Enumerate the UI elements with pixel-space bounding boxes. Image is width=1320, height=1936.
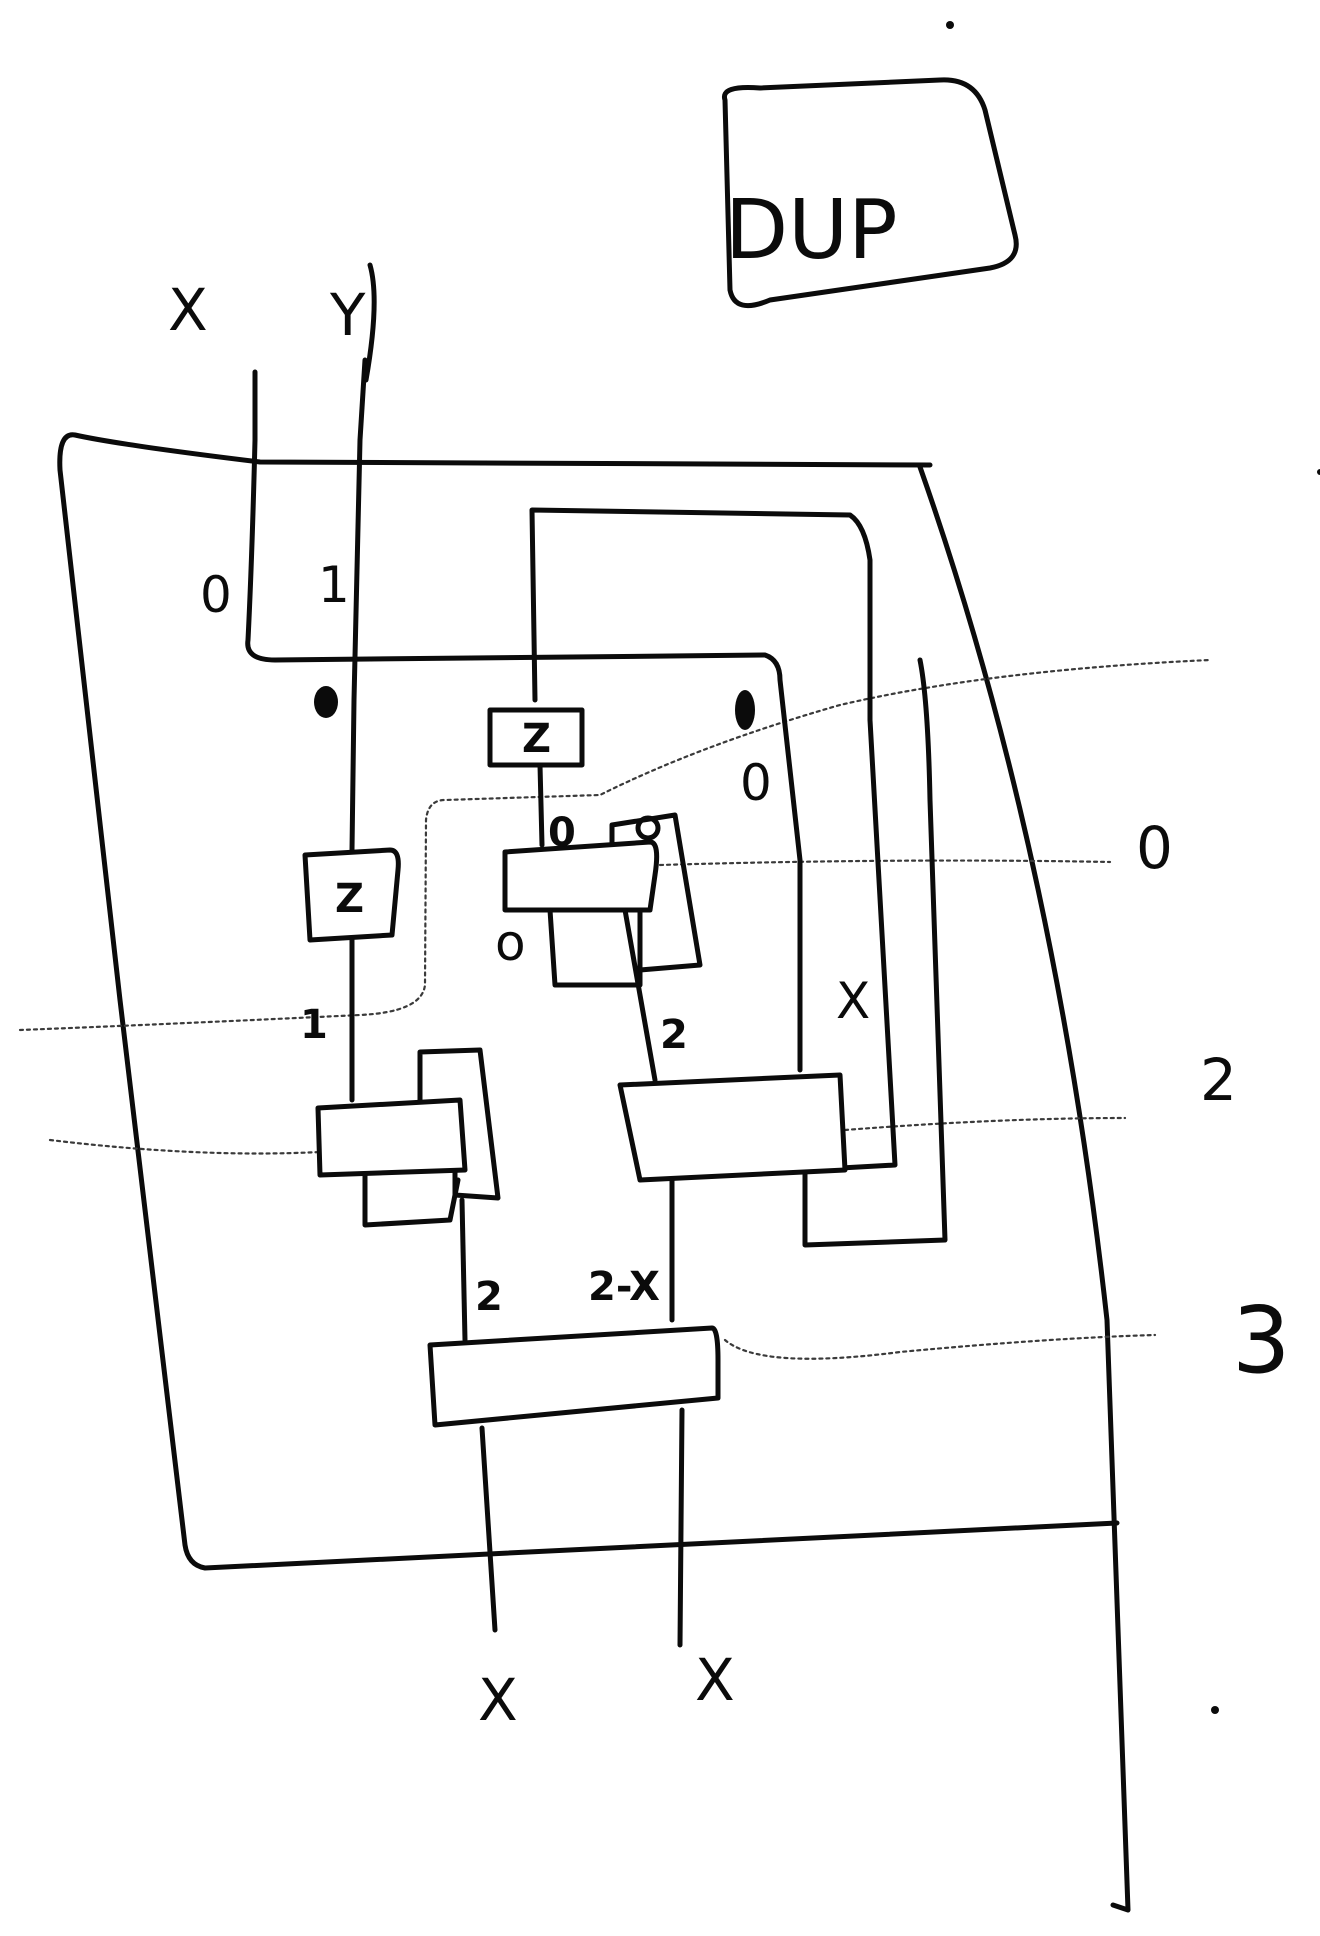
junction-dot-right [735,690,755,730]
left-box-feedback [362,1172,461,1228]
thin-wire-right-0 [658,859,1112,867]
thin-wire-left-2 [48,1138,322,1155]
box-inner-o [635,815,661,841]
side-label-2: 2 [1200,1046,1237,1114]
output-x-left: X [478,1666,518,1734]
stray-dot-3 [1317,469,1320,475]
z-gate-top [487,707,585,768]
side-label-0: 0 [1136,814,1173,882]
input-wire-x [245,369,803,1073]
wire-left-to-merge [459,1197,468,1343]
stray-dot-2 [946,21,954,29]
output-x-right: X [695,1646,735,1714]
output-wire-left [479,1425,498,1633]
input-x-label: X [168,276,208,344]
thin-wire-right-2 [843,1116,1127,1132]
wire-label-right-top: 0 [740,754,772,812]
outer-boundary [57,432,1120,1571]
side-label-3: 3 [1232,1287,1291,1394]
wire-label-mid-two: 2 [660,1012,688,1058]
output-wire-right [677,1407,685,1648]
left-junction-box [315,1097,468,1178]
input-wire-y [349,357,368,853]
inner-feedback-loop [547,907,643,988]
wire-label-bottom-left: 2 [475,1274,503,1320]
wire-label-left-one: 1 [300,1002,328,1048]
outer-boundary-right [917,464,1131,1913]
input-y-label: Y [329,281,366,349]
wire-label-bottom-right: 2-X [588,1264,660,1310]
inner-wire-down [537,762,545,848]
z-gate-left [302,847,401,943]
wire-label-mid-x: X [836,972,870,1030]
z-gate-top-label: Z [522,716,551,762]
title-text: DUP [725,183,898,278]
title-box [721,77,1019,309]
wire-label-left-in: 0 [200,566,232,624]
merge-box [427,1325,721,1428]
loop-zero-label: o [495,914,526,972]
right-junction-box [617,1072,848,1183]
box-inner-zero: 0 [548,810,576,856]
y-tail [363,262,377,383]
wire-label-right-in: 1 [318,556,350,614]
junction-dot-left [314,686,338,718]
top-loop-wire [529,507,948,1248]
z-gate-left-label: Z [335,876,364,922]
inner-junction-box [502,839,660,913]
thin-wire-right-3 [723,1333,1157,1360]
wire-to-right-box [622,907,658,1083]
thin-wire-left-top [18,658,1212,1032]
inner-right-loop [609,812,703,973]
stray-dot-1 [1211,1706,1219,1714]
